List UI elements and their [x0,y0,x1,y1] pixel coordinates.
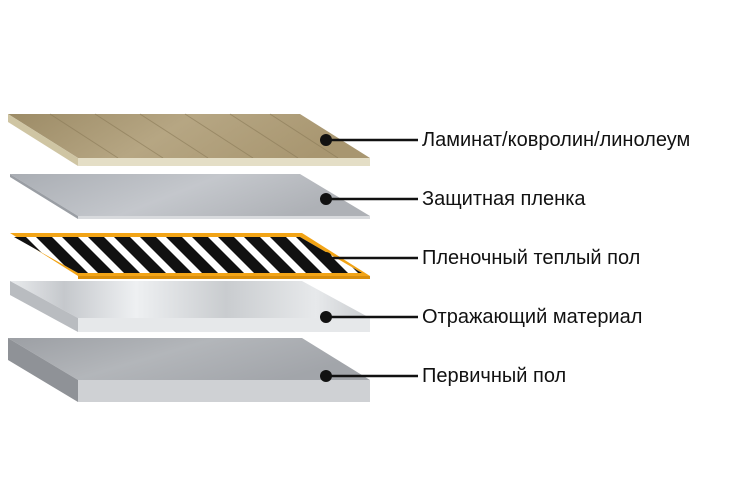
label-subfloor: Первичный пол [422,365,567,387]
reflective-layer-icon [10,281,370,332]
laminate-layer-icon [8,113,370,166]
leader-dot-reflector [320,311,332,323]
protective-film-layer-icon [10,174,370,219]
subfloor-layer-icon [8,338,370,402]
leader-dot-film [320,193,332,205]
leader-dot-base [320,370,332,382]
leader-lines [320,134,418,382]
leader-dot-laminate [320,134,332,146]
label-heating-film: Пленочный теплый пол [422,247,641,269]
label-reflective-material: Отражающий материал [422,306,643,328]
leader-dot-heater [320,252,332,264]
label-protective-film: Защитная пленка [422,188,586,210]
heating-film-layer-icon [10,233,370,279]
label-laminate: Ламинат/ковролин/линолеум [422,129,691,151]
